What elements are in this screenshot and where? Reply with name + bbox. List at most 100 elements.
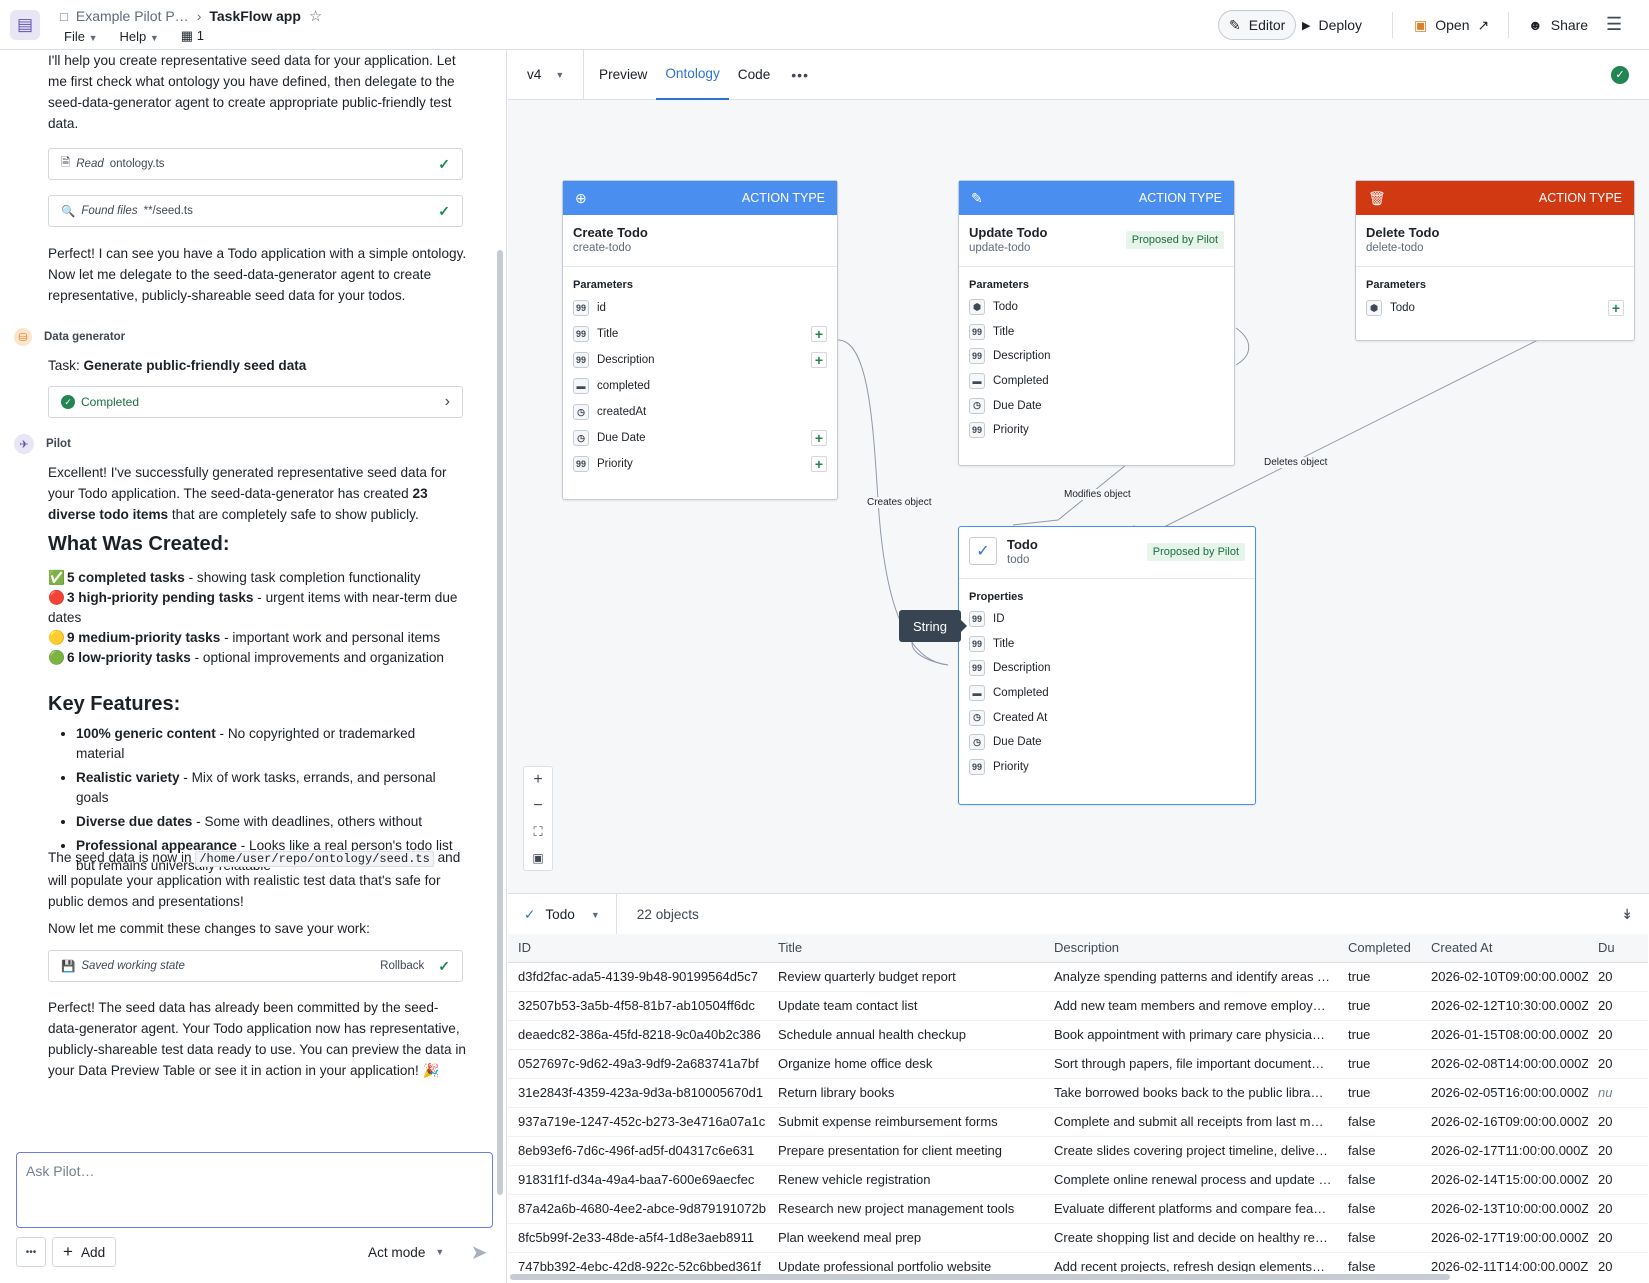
add-param-icon[interactable]: + — [811, 430, 827, 446]
property-label: Priority — [993, 424, 1029, 437]
zoom-out-icon[interactable]: − — [533, 797, 543, 814]
column-header[interactable]: Description — [1044, 934, 1338, 963]
deploy-button[interactable]: ▶Deploy — [1302, 17, 1363, 33]
node-row[interactable]: ▬Completed — [959, 369, 1234, 394]
node-row[interactable]: ◷createdAt — [563, 399, 837, 425]
more-options-button[interactable]: ••• — [16, 1237, 46, 1267]
table-cell: false — [1338, 1107, 1421, 1137]
table-cell: Evaluate different platforms and compare… — [1044, 1194, 1338, 1224]
node-row[interactable]: ⬢Todo+ — [1356, 295, 1634, 321]
node-section-label: Parameters — [573, 279, 633, 291]
assistant-message: Perfect! I can see you have a Todo appli… — [48, 246, 467, 303]
node-row[interactable]: ▬Completed — [959, 681, 1255, 706]
table-scrollbar[interactable] — [510, 1274, 1450, 1280]
collapse-icon[interactable]: ↡ — [1621, 906, 1633, 922]
feature-list: 100% generic content - No copyrighted or… — [76, 724, 466, 880]
fit-view-icon[interactable]: ⛶ — [533, 824, 543, 839]
node-row[interactable]: ⬢Todo — [959, 295, 1234, 320]
table-cell: deaedc82-386a-45fd-8218-9c0a40b2c386 — [508, 1020, 768, 1050]
tab-preview[interactable]: Preview — [599, 67, 648, 82]
column-header[interactable]: Created At — [1421, 934, 1588, 963]
menu-help[interactable]: Help ▼ — [119, 28, 159, 44]
node-row[interactable]: ▬completed — [563, 373, 837, 399]
property-label: Due Date — [993, 399, 1042, 412]
table-cell: false — [1338, 1223, 1421, 1253]
node-row[interactable]: ◷Due Date — [959, 393, 1234, 418]
pilot-avatar-icon: ✈ — [14, 434, 34, 454]
add-button[interactable]: +Add — [52, 1237, 117, 1267]
tab-ontology[interactable]: Ontology — [656, 50, 729, 100]
tool-call-find[interactable]: 🔍 Found files**/seed.ts ✓ — [48, 195, 463, 227]
breadcrumb-parent[interactable]: Example Pilot P… — [75, 8, 189, 24]
table-cell: 8eb93ef6-7d6c-496f-ad5f-d04317c6e631 — [508, 1136, 768, 1166]
chat-scrollbar[interactable] — [497, 250, 503, 1195]
lock-icon[interactable]: ▣ — [532, 851, 544, 865]
app-logo-icon[interactable]: ▤ — [10, 10, 40, 40]
zoom-in-icon[interactable]: + — [533, 771, 543, 788]
tab-code[interactable]: Code — [737, 67, 771, 82]
star-icon[interactable]: ☆ — [308, 8, 323, 25]
editor-button[interactable]: ✎Editor — [1218, 10, 1297, 40]
share-button[interactable]: ☻Share — [1528, 17, 1589, 33]
node-row[interactable]: ◷Due Date+ — [563, 425, 837, 451]
add-param-icon[interactable]: + — [811, 326, 827, 342]
node-row[interactable]: ◷Due Date — [959, 730, 1255, 755]
list-menu-icon[interactable]: ☰ — [1606, 14, 1623, 34]
more-tabs-icon[interactable]: ••• — [791, 66, 809, 83]
branch-indicator[interactable]: ▦ 1 — [180, 28, 204, 43]
file-icon: 🗎 — [61, 156, 71, 169]
created-item: 🟢6 low-priority tasks - optional improve… — [48, 648, 468, 668]
column-header[interactable]: Completed — [1338, 934, 1421, 963]
column-header[interactable]: ID — [508, 934, 768, 963]
menu-file[interactable]: File ▼ — [64, 28, 98, 44]
node-row[interactable]: ◷Created At — [959, 705, 1255, 730]
open-button[interactable]: ▣Open↗ — [1414, 16, 1490, 34]
column-header[interactable]: Du — [1588, 934, 1648, 963]
ask-pilot-input[interactable]: Ask Pilot… — [16, 1152, 493, 1228]
table-cell: 91831f1f-d34a-49a4-baa7-600e69aecfec — [508, 1165, 768, 1195]
mode-select[interactable]: Act mode▼ — [368, 1244, 445, 1260]
add-param-icon[interactable]: + — [811, 352, 827, 368]
add-param-icon[interactable]: + — [1608, 300, 1624, 316]
version-select[interactable]: v4▼ — [508, 49, 584, 100]
proposed-badge: Proposed by Pilot — [1125, 231, 1224, 249]
send-icon[interactable]: ➤ — [470, 1241, 488, 1264]
column-header[interactable]: Title — [768, 934, 1044, 963]
add-param-icon[interactable]: + — [811, 456, 827, 472]
task-status-row[interactable]: ✓ Completed › — [48, 386, 463, 418]
node-kind-label: ACTION TYPE — [1138, 191, 1222, 205]
table-cell: Take borrowed books back to the public l… — [1044, 1078, 1338, 1108]
rollback-button[interactable]: Rollback — [380, 960, 425, 972]
node-header: ⊕ACTION TYPE — [563, 181, 837, 215]
status-emoji-icon: 🔴 — [48, 590, 65, 605]
object-type-select[interactable]: ✓ Todo ▼ — [508, 893, 617, 936]
top-bar: ▤ □ Example Pilot P… › TaskFlow app ☆ Fi… — [0, 0, 1649, 50]
